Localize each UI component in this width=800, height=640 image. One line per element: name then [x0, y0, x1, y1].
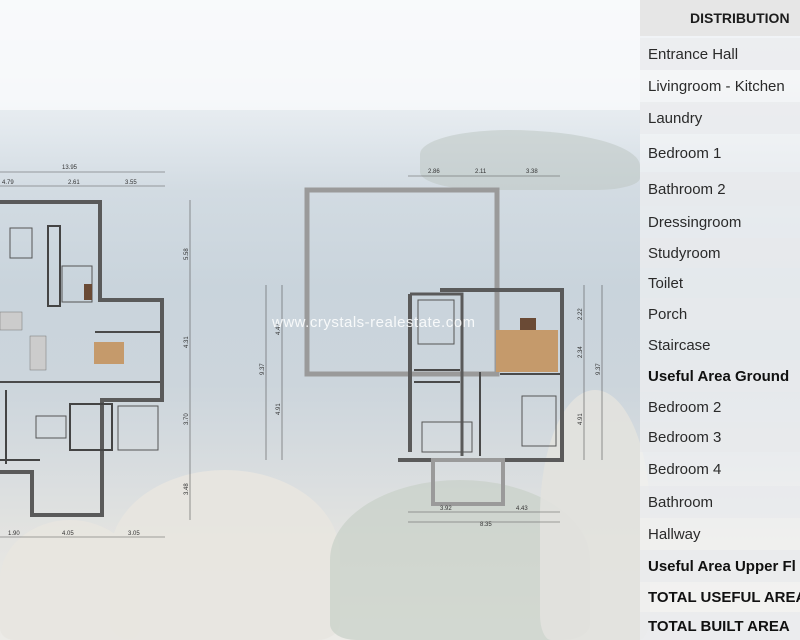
table-row: Useful Area Upper Fl	[640, 550, 800, 582]
table-row: Staircase	[640, 330, 800, 360]
table-row: Bathroom 2	[640, 172, 800, 206]
foreground-rock	[0, 520, 140, 640]
table-row: Bedroom 1	[640, 134, 800, 172]
dim-label: 3.05	[128, 531, 140, 537]
dim-label: 5.58	[184, 248, 190, 260]
dim-label: 2.34	[578, 346, 584, 358]
floor-plans: 13.95 4.79 2.61 3.55 1.90 4.05 3.05 5.58…	[0, 165, 603, 538]
dim-label: 4.79	[2, 180, 14, 186]
table-row: Bedroom 2	[640, 392, 800, 422]
dim-label: 4.47	[276, 323, 282, 335]
dim-label: 4.31	[184, 336, 190, 348]
dim-label: 1.90	[8, 531, 20, 537]
table-header: DISTRIBUTION	[640, 0, 800, 36]
dim-label: 4.91	[276, 403, 282, 415]
upper-floor-plan: 2.86 2.11 3.38 3.92 4.43 8.35 9.37 4.47 …	[260, 169, 603, 528]
dim-label: 3.70	[184, 413, 190, 425]
dim-label: 2.61	[68, 180, 80, 186]
table-row: Dressingroom	[640, 206, 800, 238]
dim-label: 3.38	[526, 169, 538, 175]
dim-label: 3.92	[440, 506, 452, 512]
table-row: Entrance Hall	[640, 38, 800, 70]
dim-label: 2.11	[475, 169, 487, 175]
table-row: Bedroom 4	[640, 452, 800, 486]
table-row: Laundry	[640, 102, 800, 134]
dim-label: 2.22	[578, 308, 584, 320]
table-row: Bedroom 3	[640, 422, 800, 452]
ground-floor-plan: 13.95 4.79 2.61 3.55 1.90 4.05 3.05 5.58…	[0, 165, 191, 538]
dim-label: 3.48	[184, 483, 190, 495]
dim-label: 8.35	[480, 522, 492, 528]
dim-label: 4.05	[62, 531, 74, 537]
foreground-rock	[540, 390, 650, 640]
sky-haze	[0, 0, 640, 110]
foreground-rock	[110, 470, 340, 640]
table-row: Hallway	[640, 518, 800, 550]
terrace-outline	[304, 187, 500, 377]
table-row: Bathroom	[640, 486, 800, 518]
table-row: Studyroom	[640, 238, 800, 268]
dim-label: 4.43	[516, 506, 528, 512]
table-row: Useful Area Ground	[640, 360, 800, 392]
watermark-text: www.crystals-realestate.com	[272, 314, 476, 331]
dim-label: 3.55	[125, 180, 137, 186]
table-row: Porch	[640, 298, 800, 330]
dim-label: 2.86	[428, 169, 440, 175]
dim-label: 4.91	[578, 413, 584, 425]
table-row: Toilet	[640, 268, 800, 298]
dim-label: 9.37	[260, 363, 266, 375]
table-row: TOTAL BUILT AREA	[640, 612, 800, 640]
dim-label: 9.37	[596, 363, 602, 375]
dim-label: 13.95	[62, 165, 78, 171]
table-row: TOTAL USEFUL AREA	[640, 582, 800, 612]
table-row: Livingroom - Kitchen	[640, 70, 800, 102]
